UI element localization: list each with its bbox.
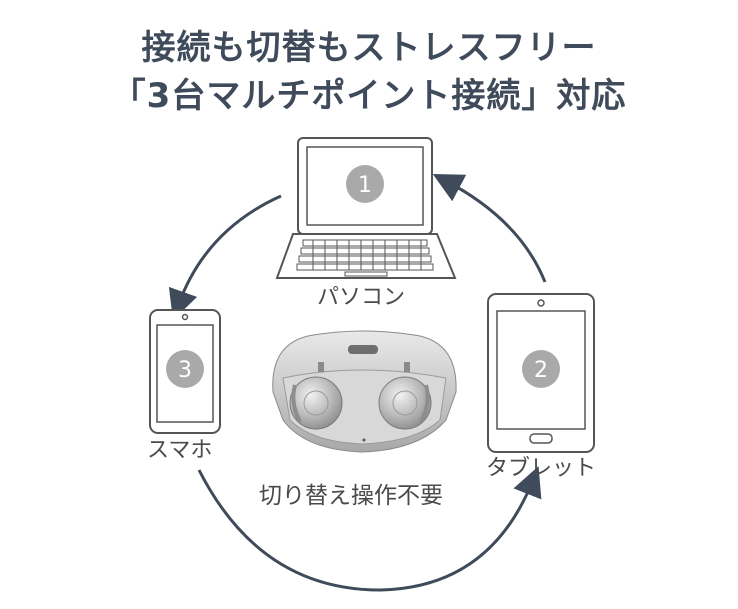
laptop-icon xyxy=(275,137,457,279)
earbuds-case-icon xyxy=(272,330,457,453)
headline-line1: 接続も切替もストレスフリー xyxy=(141,28,597,68)
tablet-label: タブレット xyxy=(486,456,597,481)
pc-number-badge: 1 xyxy=(346,165,384,203)
phone-number: 3 xyxy=(178,358,192,383)
no-switch-note: 切り替え操作不要 xyxy=(259,483,443,509)
headline-line2: 「3台マルチポイント接続」対応 xyxy=(111,76,627,116)
pc-number: 1 xyxy=(358,173,372,198)
cycle-arrow-icon xyxy=(168,174,547,592)
phone-number-badge: 3 xyxy=(166,350,204,388)
tablet-number-badge: 2 xyxy=(522,350,560,388)
phone-label: スマホ xyxy=(147,438,213,463)
tablet-number: 2 xyxy=(534,358,548,383)
pc-label: パソコン xyxy=(317,285,406,310)
